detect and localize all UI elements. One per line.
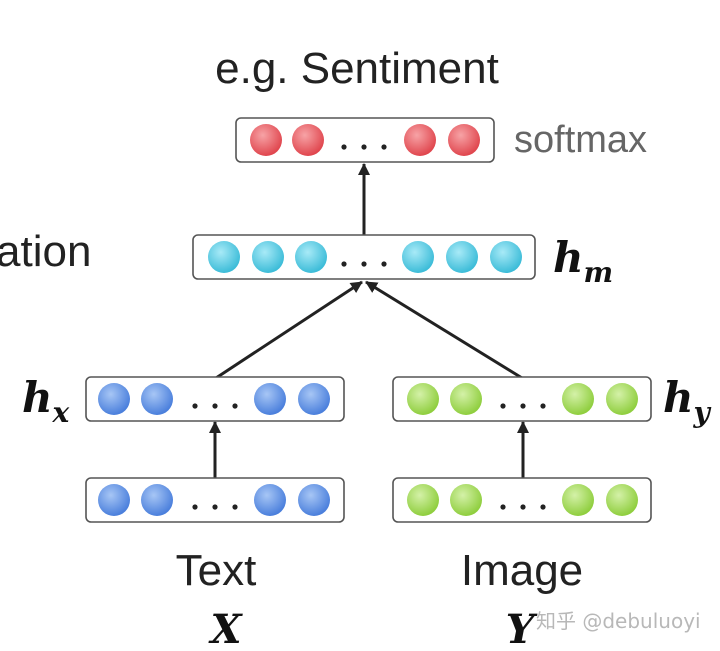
watermark: 知乎 @debuluoyi — [536, 609, 701, 633]
hx-label: hx — [22, 373, 70, 429]
hx-node — [254, 383, 286, 415]
softmax-node — [250, 124, 282, 156]
hm-node — [208, 241, 240, 273]
ellipsis-dot — [341, 261, 347, 267]
x-variable: X — [207, 606, 243, 651]
softmax-node — [292, 124, 324, 156]
hy-node — [407, 383, 439, 415]
ellipsis-dot — [520, 403, 526, 409]
ellipsis-dot — [212, 403, 218, 409]
ellipsis-dot — [192, 403, 198, 409]
hy-node — [562, 383, 594, 415]
hx-node — [298, 383, 330, 415]
left-cut-text: ation — [0, 227, 91, 276]
ellipsis-dot — [232, 403, 238, 409]
ellipsis-dot — [361, 261, 367, 267]
ellipsis-dot — [232, 504, 238, 510]
arrow-hx-to-hm — [215, 280, 363, 380]
hx-node — [141, 383, 173, 415]
text-caption: Text — [176, 546, 257, 595]
hm-node — [295, 241, 327, 273]
ellipsis-dot — [500, 504, 506, 510]
hm-vector — [192, 234, 536, 280]
diagram-title: e.g. Sentiment — [215, 44, 499, 93]
hm-vector-box — [192, 234, 536, 280]
image-input-node — [562, 484, 594, 516]
softmax-label: softmax — [514, 119, 647, 161]
text-input-node — [141, 484, 173, 516]
ellipsis-dot — [192, 504, 198, 510]
hm-node — [252, 241, 284, 273]
image-input-node — [606, 484, 638, 516]
hy-node — [606, 383, 638, 415]
hy-label: hy — [663, 373, 712, 429]
hm-node — [490, 241, 522, 273]
image-caption: Image — [461, 546, 583, 595]
ellipsis-dot — [212, 504, 218, 510]
hm-node — [402, 241, 434, 273]
hy-vector — [392, 376, 652, 422]
y-variable: Y — [506, 606, 538, 651]
hy-node — [450, 383, 482, 415]
arrow-hy-to-hm — [365, 280, 523, 380]
text-input-vector — [85, 477, 345, 523]
image-input-vector — [392, 477, 652, 523]
text-input-node — [254, 484, 286, 516]
ellipsis-dot — [540, 403, 546, 409]
hm-node — [446, 241, 478, 273]
image-input-node — [450, 484, 482, 516]
image-input-node — [407, 484, 439, 516]
ellipsis-dot — [520, 504, 526, 510]
text-input-node — [98, 484, 130, 516]
ellipsis-dot — [361, 144, 367, 150]
hx-vector — [85, 376, 345, 422]
ellipsis-dot — [540, 504, 546, 510]
softmax-vector — [235, 117, 495, 163]
softmax-node — [404, 124, 436, 156]
ellipsis-dot — [381, 261, 387, 267]
ellipsis-dot — [341, 144, 347, 150]
hm-label: hm — [553, 233, 613, 289]
softmax-node — [448, 124, 480, 156]
hx-node — [98, 383, 130, 415]
text-input-node — [298, 484, 330, 516]
ellipsis-dot — [500, 403, 506, 409]
ellipsis-dot — [381, 144, 387, 150]
